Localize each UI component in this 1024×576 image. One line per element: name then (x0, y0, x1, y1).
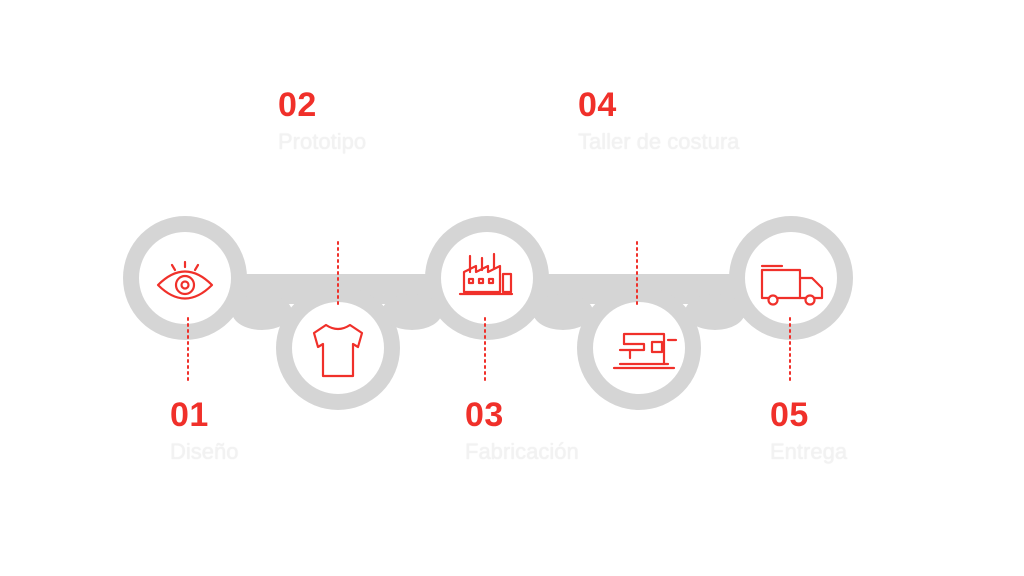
step-number: 02 (278, 86, 317, 124)
delivery-truck-icon (760, 264, 824, 306)
step-number: 03 (465, 396, 504, 434)
step-03: 03 Fabricación (465, 398, 630, 476)
step-title: Diseño (170, 439, 239, 464)
step-05: 05 Entrega (770, 398, 935, 476)
eye-icon (156, 260, 214, 300)
step-04: 04 Taller de costura (578, 88, 743, 166)
factory-icon (458, 252, 514, 296)
step-02: 02 Prototipo (278, 88, 443, 166)
step-number: 05 (770, 396, 809, 434)
step-title: Prototipo (278, 129, 367, 154)
step-01: 01 Diseño (170, 398, 335, 476)
step-number: 01 (170, 396, 209, 434)
sewing-machine-icon (612, 332, 678, 370)
step-title: Taller de costura (578, 129, 740, 154)
connectors (187, 241, 791, 385)
tshirt-icon (312, 323, 364, 378)
step-title: Fabricación (465, 439, 579, 464)
step-title: Entrega (770, 439, 848, 464)
step-number: 04 (578, 86, 617, 124)
